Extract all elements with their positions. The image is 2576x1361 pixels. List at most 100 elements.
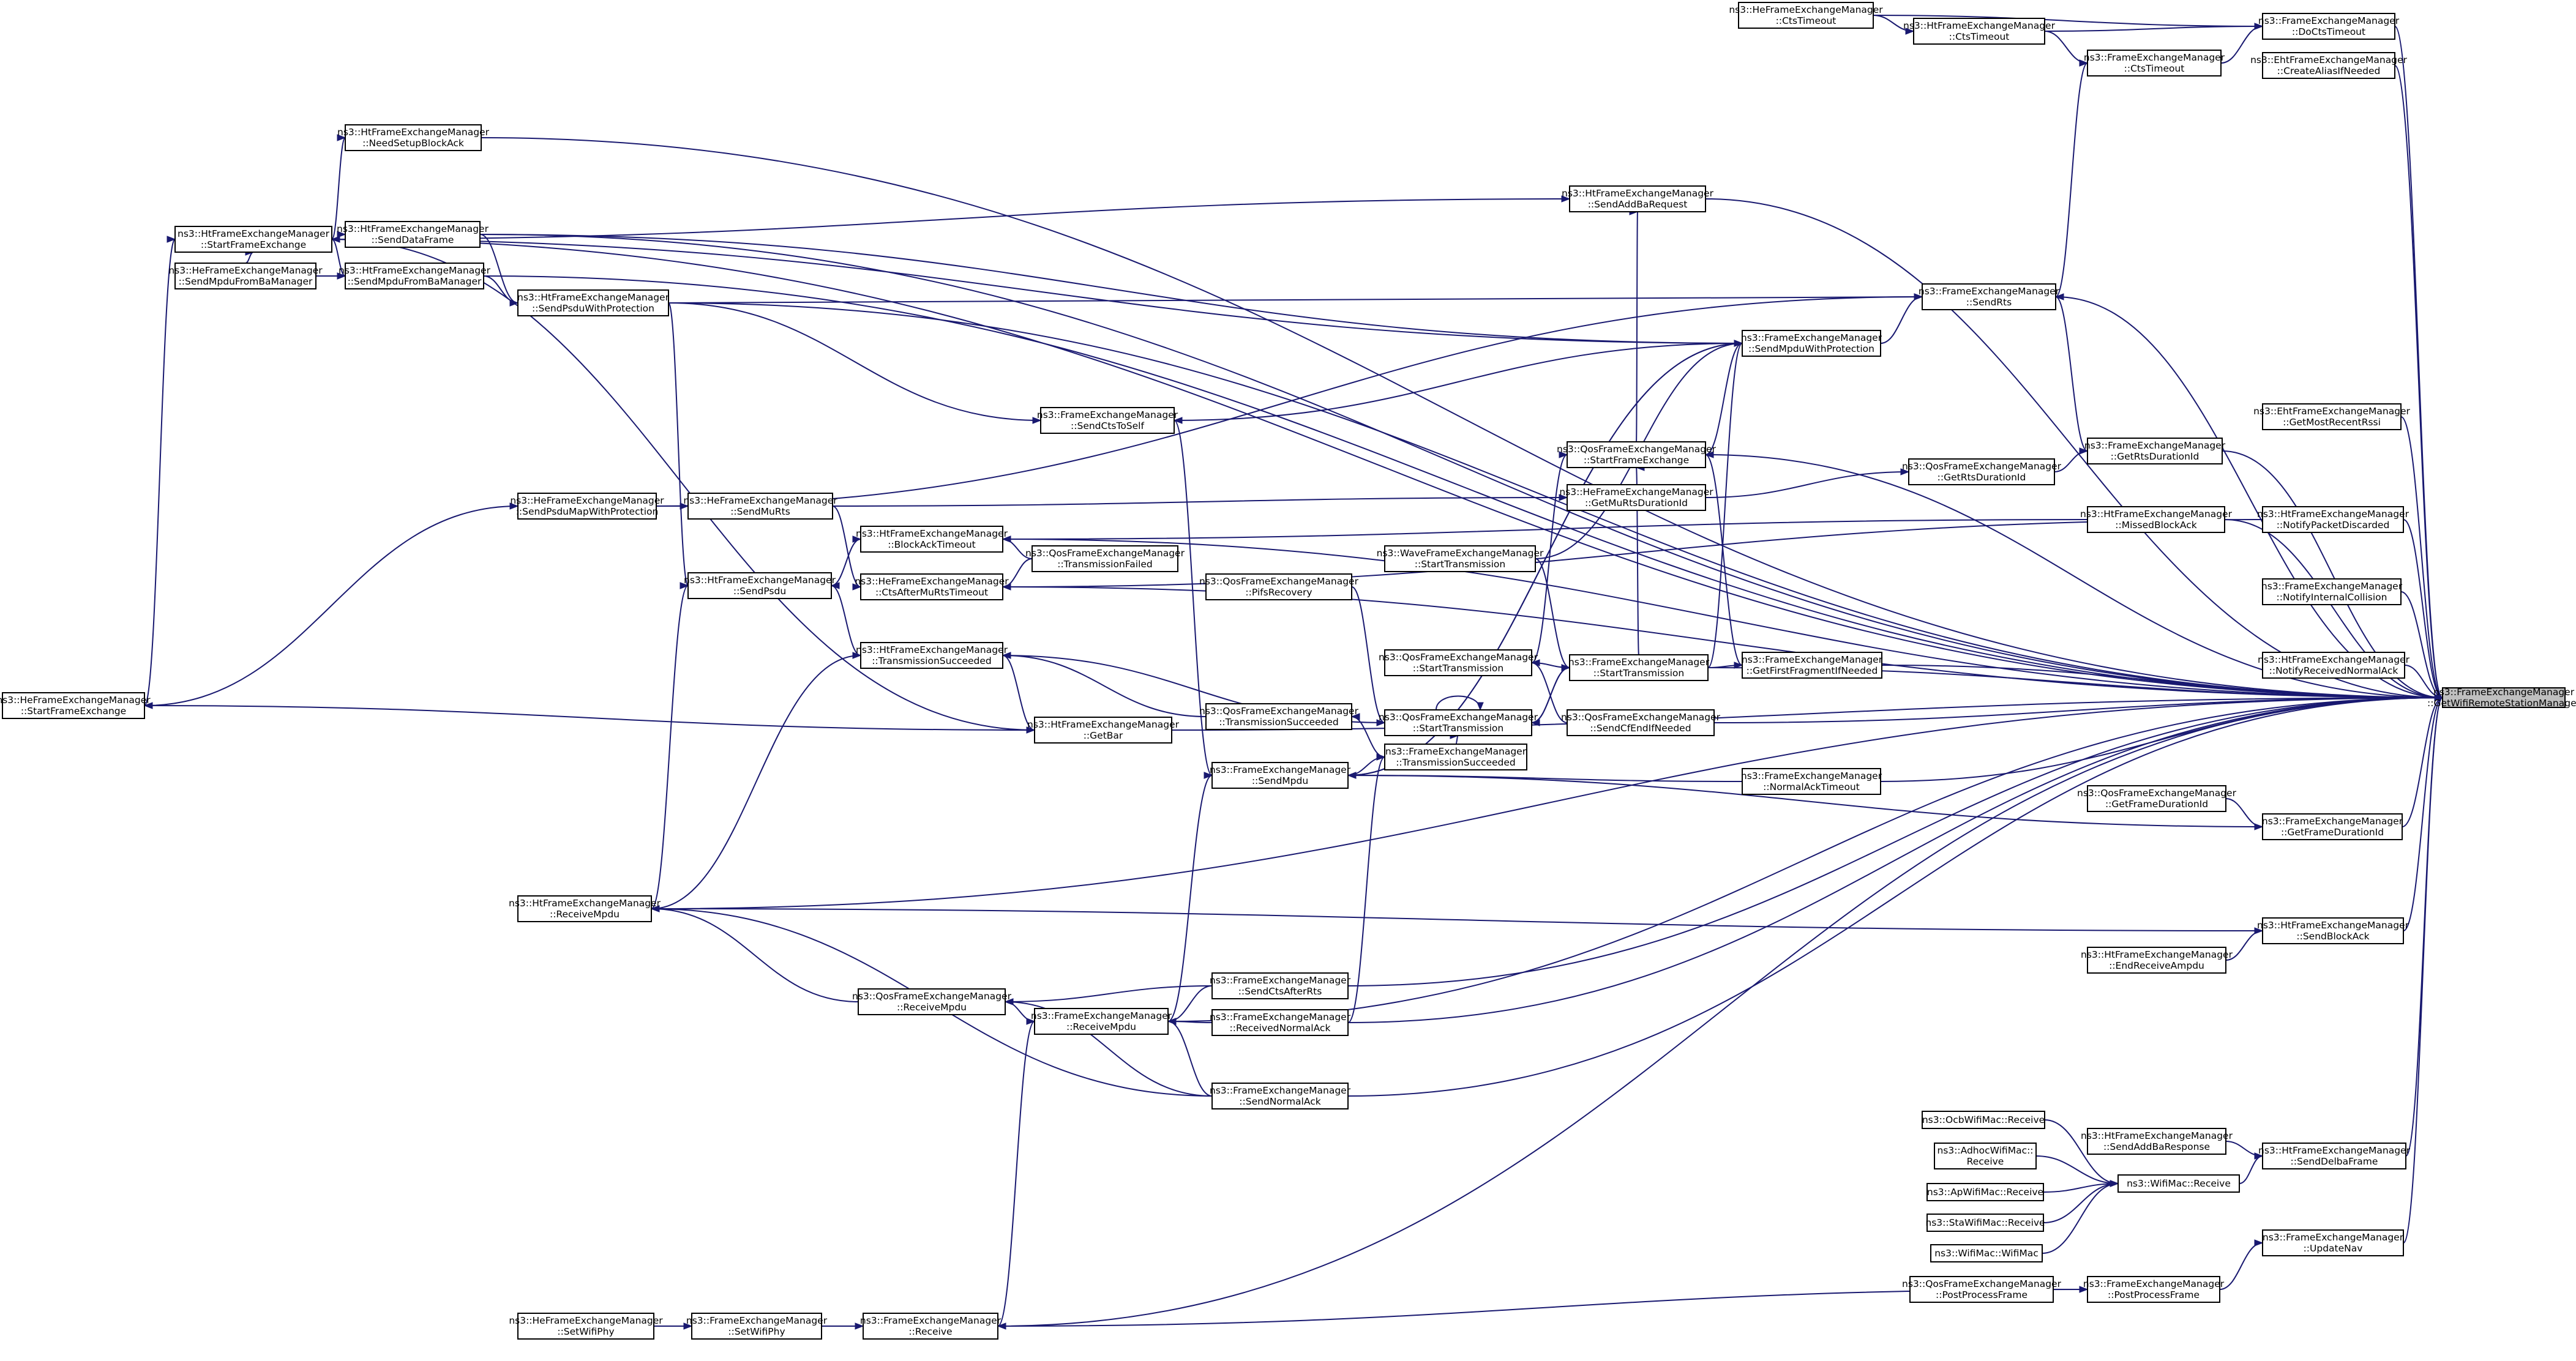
- function-label: ns3::FrameExchangeManager: [2261, 581, 2403, 592]
- function-node[interactable]: ns3::HtFrameExchangeManager::GetBar: [1027, 717, 1180, 744]
- function-label: ns3::QosFrameExchangeManager: [1199, 576, 1359, 587]
- function-label: ns3::HtFrameExchangeManager: [2257, 920, 2409, 931]
- function-node[interactable]: ns3::FrameExchangeManager::DoCtsTimeout: [2258, 13, 2400, 40]
- function-node[interactable]: ns3::HtFrameExchangeManager::CtsTimeout: [1903, 18, 2056, 45]
- function-node[interactable]: ns3::HeFrameExchangeManager::SendPsduMap…: [510, 493, 664, 520]
- function-node[interactable]: ns3::HtFrameExchangeManager::SendAddBaRe…: [1562, 185, 1714, 212]
- function-node[interactable]: ns3::HeFrameExchangeManager::CtsTimeout: [1729, 2, 1883, 29]
- function-node[interactable]: ns3::FrameExchangeManager::SendRts: [1919, 283, 2060, 310]
- function-node[interactable]: ns3::HeFrameExchangeManager::SendMuRts: [683, 493, 837, 520]
- function-label: ns3::HeFrameExchangeManager: [1729, 4, 1883, 15]
- function-node[interactable]: ns3::QosFrameExchangeManager::PifsRecove…: [1199, 573, 1359, 600]
- function-node[interactable]: ns3::HtFrameExchangeManager::SendDataFra…: [337, 221, 489, 248]
- call-edge: [1704, 451, 1743, 666]
- function-node[interactable]: ns3::HtFrameExchangeManager::SendPsduWit…: [517, 289, 670, 316]
- call-edge: [2225, 1141, 2264, 1160]
- function-node[interactable]: ns3::HtFrameExchangeManager::NotifyRecei…: [2258, 652, 2410, 679]
- function-node[interactable]: ns3::AdhocWifiMac::Receive: [1934, 1143, 2037, 1169]
- function-node[interactable]: ns3::WifiMac::Receive: [2117, 1174, 2240, 1193]
- function-node[interactable]: ns3::QosFrameExchangeManager::ReceiveMpd…: [852, 988, 1012, 1015]
- function-node[interactable]: ns3::HtFrameExchangeManager::SendMpduFro…: [339, 263, 491, 289]
- function-node[interactable]: ns3::QosFrameExchangeManager::StartTrans…: [1379, 649, 1538, 676]
- function-node[interactable]: ns3::FrameExchangeManager::SetWifiPhy: [686, 1313, 828, 1340]
- function-node[interactable]: ns3::EhtFrameExchangeManager::CreateAlia…: [2250, 52, 2408, 79]
- function-node[interactable]: ns3::FrameExchangeManager::SendMpdu: [1210, 762, 1351, 789]
- function-node[interactable]: ns3::FrameExchangeManager::GetRtsDuratio…: [2084, 438, 2226, 464]
- call-edge: [1535, 558, 1571, 671]
- call-edge: [1002, 519, 2088, 543]
- function-node[interactable]: ns3::FrameExchangeManager::NotifyInterna…: [2261, 578, 2403, 605]
- function-node[interactable]: ns3::QosFrameExchangeManager::StartTrans…: [1379, 709, 1538, 736]
- function-label: ns3::EhtFrameExchangeManager: [2253, 406, 2410, 417]
- function-label: ns3::HtFrameExchangeManager: [2257, 509, 2409, 520]
- function-node[interactable]: ns3::StaWifiMac::Receive: [1925, 1214, 2045, 1232]
- function-node[interactable]: ns3::WaveFrameExchangeManager::StartTran…: [1377, 545, 1544, 572]
- function-label: ::SendPsdu: [733, 586, 786, 597]
- function-node[interactable]: ns3::FrameExchangeManager::SendCtsAfterR…: [1210, 972, 1351, 999]
- function-node[interactable]: ns3::HtFrameExchangeManager::SendPsdu: [684, 572, 836, 599]
- function-label: ns3::QosFrameExchangeManager: [2077, 788, 2237, 799]
- function-label: ns3::HtFrameExchangeManager: [337, 223, 489, 234]
- function-node[interactable]: ns3::WifiMac::WifiMac: [1930, 1244, 2043, 1262]
- call-edge: [832, 494, 1568, 507]
- function-node[interactable]: ns3::FrameExchangeManager::SendNormalAck: [1210, 1083, 1351, 1109]
- function-node[interactable]: ns3::HtFrameExchangeManager::ReceiveMpdu: [509, 895, 661, 922]
- function-label: ns3::FrameExchangeManager: [1210, 975, 1351, 986]
- function-node[interactable]: ns3::FrameExchangeManager::CtsTimeout: [2084, 50, 2225, 76]
- function-node[interactable]: ns3::FrameExchangeManager::GetFrameDurat…: [2262, 813, 2403, 840]
- function-node[interactable]: ns3::HtFrameExchangeManager::NeedSetupBl…: [337, 124, 490, 151]
- function-node[interactable]: ns3::FrameExchangeManager::Receive: [860, 1313, 1002, 1340]
- call-edge: [997, 694, 2444, 1327]
- function-node[interactable]: ns3::QosFrameExchangeManager::Transmissi…: [1199, 703, 1359, 730]
- function-node[interactable]: ns3::FrameExchangeManager::SendMpduWithP…: [1741, 330, 1882, 357]
- function-node[interactable]: ns3::HtFrameExchangeManager::BlockAckTim…: [856, 526, 1008, 553]
- function-node[interactable]: ns3::FrameExchangeManager::SendCtsToSelf: [1037, 407, 1178, 434]
- function-label: ::UpdateNav: [2304, 1243, 2363, 1254]
- function-node[interactable]: ns3::FrameExchangeManager::NormalAckTime…: [1741, 768, 1882, 795]
- call-edges: [143, 15, 2444, 1330]
- function-node[interactable]: ns3::QosFrameExchangeManager::SendCfEndI…: [1561, 709, 1721, 736]
- function-label: ::GetBar: [1084, 730, 1123, 741]
- function-node[interactable]: ns3::QosFrameExchangeManager::PostProces…: [1902, 1276, 2062, 1303]
- function-node[interactable]: ns3::QosFrameExchangeManager::StartFrame…: [1557, 441, 1717, 468]
- function-node[interactable]: ns3::HeFrameExchangeManager::GetMuRtsDur…: [1559, 484, 1713, 511]
- function-node[interactable]: ns3::FrameExchangeManager::PostProcessFr…: [2083, 1276, 2225, 1303]
- function-label: ::SendDelbaFrame: [2291, 1156, 2378, 1167]
- function-label: ns3::HtFrameExchangeManager: [517, 292, 670, 303]
- function-node[interactable]: ns3::HtFrameExchangeManager::EndReceiveA…: [2081, 947, 2233, 974]
- function-node[interactable]: ns3::FrameExchangeManager::ReceiveMpdu: [1031, 1008, 1172, 1035]
- function-node[interactable]: ns3::FrameExchangeManager::TransmissionS…: [1384, 744, 1527, 770]
- function-node[interactable]: ns3::FrameExchangeManager::ReceivedNorma…: [1210, 1009, 1351, 1036]
- function-label: ::SendPsduWithProtection: [532, 303, 654, 314]
- function-node[interactable]: ns3::HeFrameExchangeManager::CtsAfterMuR…: [855, 573, 1009, 600]
- function-label: ns3::HtFrameExchangeManager: [337, 127, 490, 138]
- call-edge: [144, 502, 519, 706]
- call-edge: [821, 1322, 864, 1330]
- function-node[interactable]: ns3::FrameExchangeManager::GetFirstFragm…: [1742, 652, 1883, 679]
- function-node[interactable]: ns3::ApWifiMac::Receive: [1926, 1183, 2044, 1201]
- function-node[interactable]: ns3::HtFrameExchangeManager::NotifyPacke…: [2257, 506, 2409, 533]
- function-node[interactable]: ns3::QosFrameExchangeManager::GetFrameDu…: [2077, 785, 2237, 812]
- function-label: ns3::QosFrameExchangeManager: [852, 991, 1012, 1002]
- function-node[interactable]: ns3::FrameExchangeManager::UpdateNav: [2262, 1229, 2404, 1256]
- function-node[interactable]: ns3::HtFrameExchangeManager::Transmissio…: [856, 642, 1008, 669]
- call-edge: [143, 702, 1035, 731]
- call-edge: [1705, 468, 1910, 498]
- function-node[interactable]: ns3::HeFrameExchangeManager::SendMpduFro…: [168, 263, 323, 289]
- call-edge: [144, 236, 176, 706]
- function-node[interactable]: ns3::EhtFrameExchangeManager::GetMostRec…: [2253, 403, 2411, 430]
- function-node[interactable]: ns3::QosFrameExchangeManager::Transmissi…: [1025, 545, 1185, 572]
- function-node[interactable]: ns3::QosFrameExchangeManager::GetRtsDura…: [1902, 458, 2062, 485]
- function-node[interactable]: ns3::OcbWifiMac::Receive: [1922, 1111, 2045, 1129]
- function-node[interactable]: ns3::FrameExchangeManager::StartTransmis…: [1568, 654, 1710, 681]
- call-edge: [1347, 753, 1386, 1023]
- function-node[interactable]: ns3::HtFrameExchangeManager::StartFrameE…: [174, 226, 332, 253]
- function-node[interactable]: ns3::HtFrameExchangeManager::MissedBlock…: [2080, 506, 2233, 533]
- function-node[interactable]: ns3::HtFrameExchangeManager::SendDelbaFr…: [2258, 1143, 2411, 1169]
- function-node[interactable]: ns3::HtFrameExchangeManager::SendBlockAc…: [2257, 917, 2409, 944]
- function-label: ns3::FrameExchangeManager: [1210, 1085, 1351, 1096]
- function-node[interactable]: ns3::HeFrameExchangeManager::SetWifiPhy: [509, 1313, 663, 1340]
- function-node[interactable]: ns3::HtFrameExchangeManager::SendAddBaRe…: [2081, 1128, 2233, 1155]
- function-node[interactable]: ns3::HeFrameExchangeManager::StartFrameE…: [0, 692, 151, 719]
- target-function-node[interactable]: ns3::FrameExchangeManager::GetWifiRemote…: [2427, 687, 2576, 709]
